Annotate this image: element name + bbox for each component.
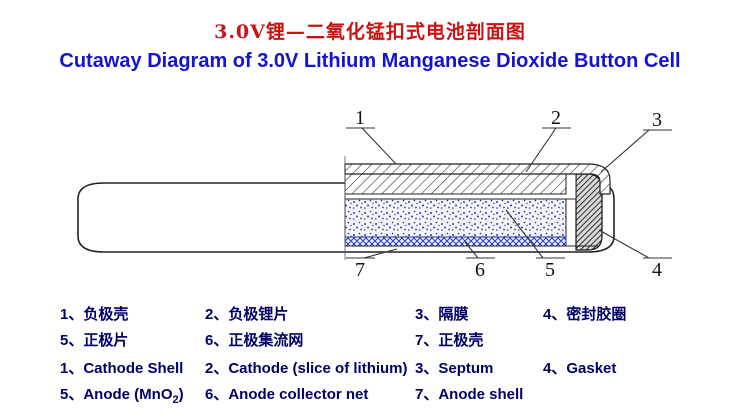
- legend-cn-cathode-shell: 1、负极壳: [60, 306, 129, 323]
- callout-5: 5: [505, 209, 565, 281]
- legend-cn-anode-shell: 7、正极壳: [415, 332, 484, 349]
- legend-en-gasket: 4、Gasket: [543, 360, 617, 377]
- legend-en-lithium-slice: 2、Cathode (slice of lithium): [205, 360, 408, 377]
- title-chinese: 3.0V锂—二氧化锰扣式电池剖面图: [214, 21, 526, 43]
- callouts: 1 2 3 7 6: [346, 107, 672, 281]
- legend-en-anode-mno2-sub: 2: [172, 394, 179, 406]
- title-english: Cutaway Diagram of 3.0V Lithium Manganes…: [59, 50, 681, 72]
- gasket-seal: [575, 173, 603, 251]
- cathode-shell-lid: [344, 163, 611, 195]
- callout-5-number: 5: [545, 259, 555, 281]
- legend-cn-lithium-slice: 2、负极锂片: [205, 306, 289, 323]
- legend-en-collector-net: 6、Anode collector net: [205, 386, 369, 403]
- lithium-slice-layer: [344, 173, 567, 195]
- callout-1: 1: [346, 107, 397, 165]
- callout-2: 2: [525, 107, 571, 173]
- legend-en-anode-shell: 7、Anode shell: [415, 386, 524, 403]
- callout-1-number: 1: [355, 107, 365, 129]
- legend-en-anode-mno2-post: ): [178, 386, 184, 403]
- legend-cn-anode-sheet: 5、正极片: [60, 332, 129, 349]
- cell-body: [77, 156, 615, 260]
- callout-6-number: 6: [475, 259, 485, 281]
- legend-en-septum: 3、Septum: [415, 360, 494, 377]
- legend-en-anode-mno2-pre: 5、Anode (MnO: [60, 386, 173, 403]
- callout-7-number: 7: [355, 259, 365, 281]
- callout-3-number: 3: [652, 109, 662, 131]
- callout-2-number: 2: [551, 107, 561, 129]
- legend-en-anode-mno2: 5、Anode (MnO2): [60, 383, 184, 406]
- callout-3: 3: [600, 109, 672, 173]
- legend-en-cathode-shell: 1、Cathode Shell: [60, 360, 184, 377]
- callout-4-number: 4: [652, 259, 662, 281]
- legend-cn-gasket: 4、密封胶圈: [543, 306, 627, 323]
- callout-6: 6: [464, 241, 495, 281]
- legend-cn-collector-net: 6、正极集流网: [205, 332, 304, 349]
- battery-cutaway-diagram: 1 2 3 7 6: [77, 107, 672, 281]
- mno2-layer: [344, 198, 567, 238]
- legend-cn-septum: 3、隔膜: [415, 306, 469, 323]
- callout-7: 7: [346, 248, 398, 281]
- callout-4: 4: [598, 229, 672, 281]
